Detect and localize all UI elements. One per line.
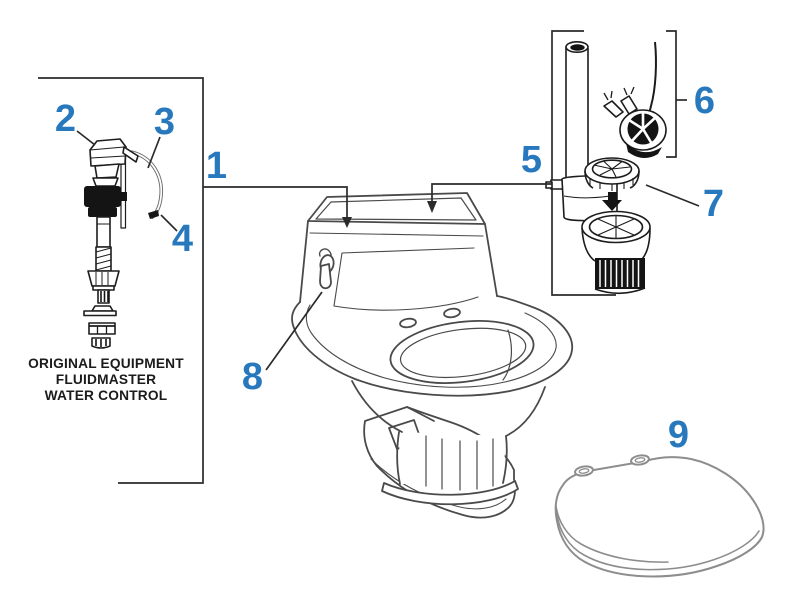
callout-line-2 xyxy=(76,130,96,146)
callout-number-9: 9 xyxy=(667,414,689,456)
down-arrow-icon xyxy=(427,201,437,213)
callout-number-3: 3 xyxy=(153,101,175,143)
fill-valve-illustration xyxy=(83,138,164,349)
down-arrow-icon xyxy=(342,217,352,228)
flapper xyxy=(603,41,667,159)
flush-valve-illustration xyxy=(545,40,667,295)
caption-line-2: FLUIDMASTER xyxy=(55,371,157,387)
fill-valve-caption: ORIGINAL EQUIPMENT FLUIDMASTER WATER CON… xyxy=(16,355,196,403)
seat-hinge-tabs xyxy=(574,454,650,477)
right-part-box xyxy=(551,30,687,296)
toilet-illustration xyxy=(291,192,573,519)
callout-line-1 xyxy=(203,186,348,218)
callout-line-5 xyxy=(431,183,552,202)
toilet-seat-illustration xyxy=(554,454,765,578)
callout-line-4 xyxy=(160,214,178,232)
callout-number-8: 8 xyxy=(241,356,263,398)
down-arrow-icon xyxy=(602,192,622,211)
trip-lever xyxy=(318,248,335,290)
callout-number-5: 5 xyxy=(520,139,542,181)
callout-line-8 xyxy=(265,291,323,371)
callout-number-7: 7 xyxy=(702,183,724,225)
callout-number-6: 6 xyxy=(693,80,715,122)
callout-line-7 xyxy=(645,184,700,207)
callout-lines xyxy=(76,130,700,371)
left-part-box xyxy=(38,77,204,484)
callout-line-3 xyxy=(147,136,161,169)
caption-line-3: WATER CONTROL xyxy=(44,387,168,403)
callout-number-1: 1 xyxy=(205,145,227,187)
callout-number-4: 4 xyxy=(171,218,193,260)
caption-line-1: ORIGINAL EQUIPMENT xyxy=(28,355,184,371)
callout-number-2: 2 xyxy=(54,98,76,140)
flush-valve-seat xyxy=(584,157,640,191)
